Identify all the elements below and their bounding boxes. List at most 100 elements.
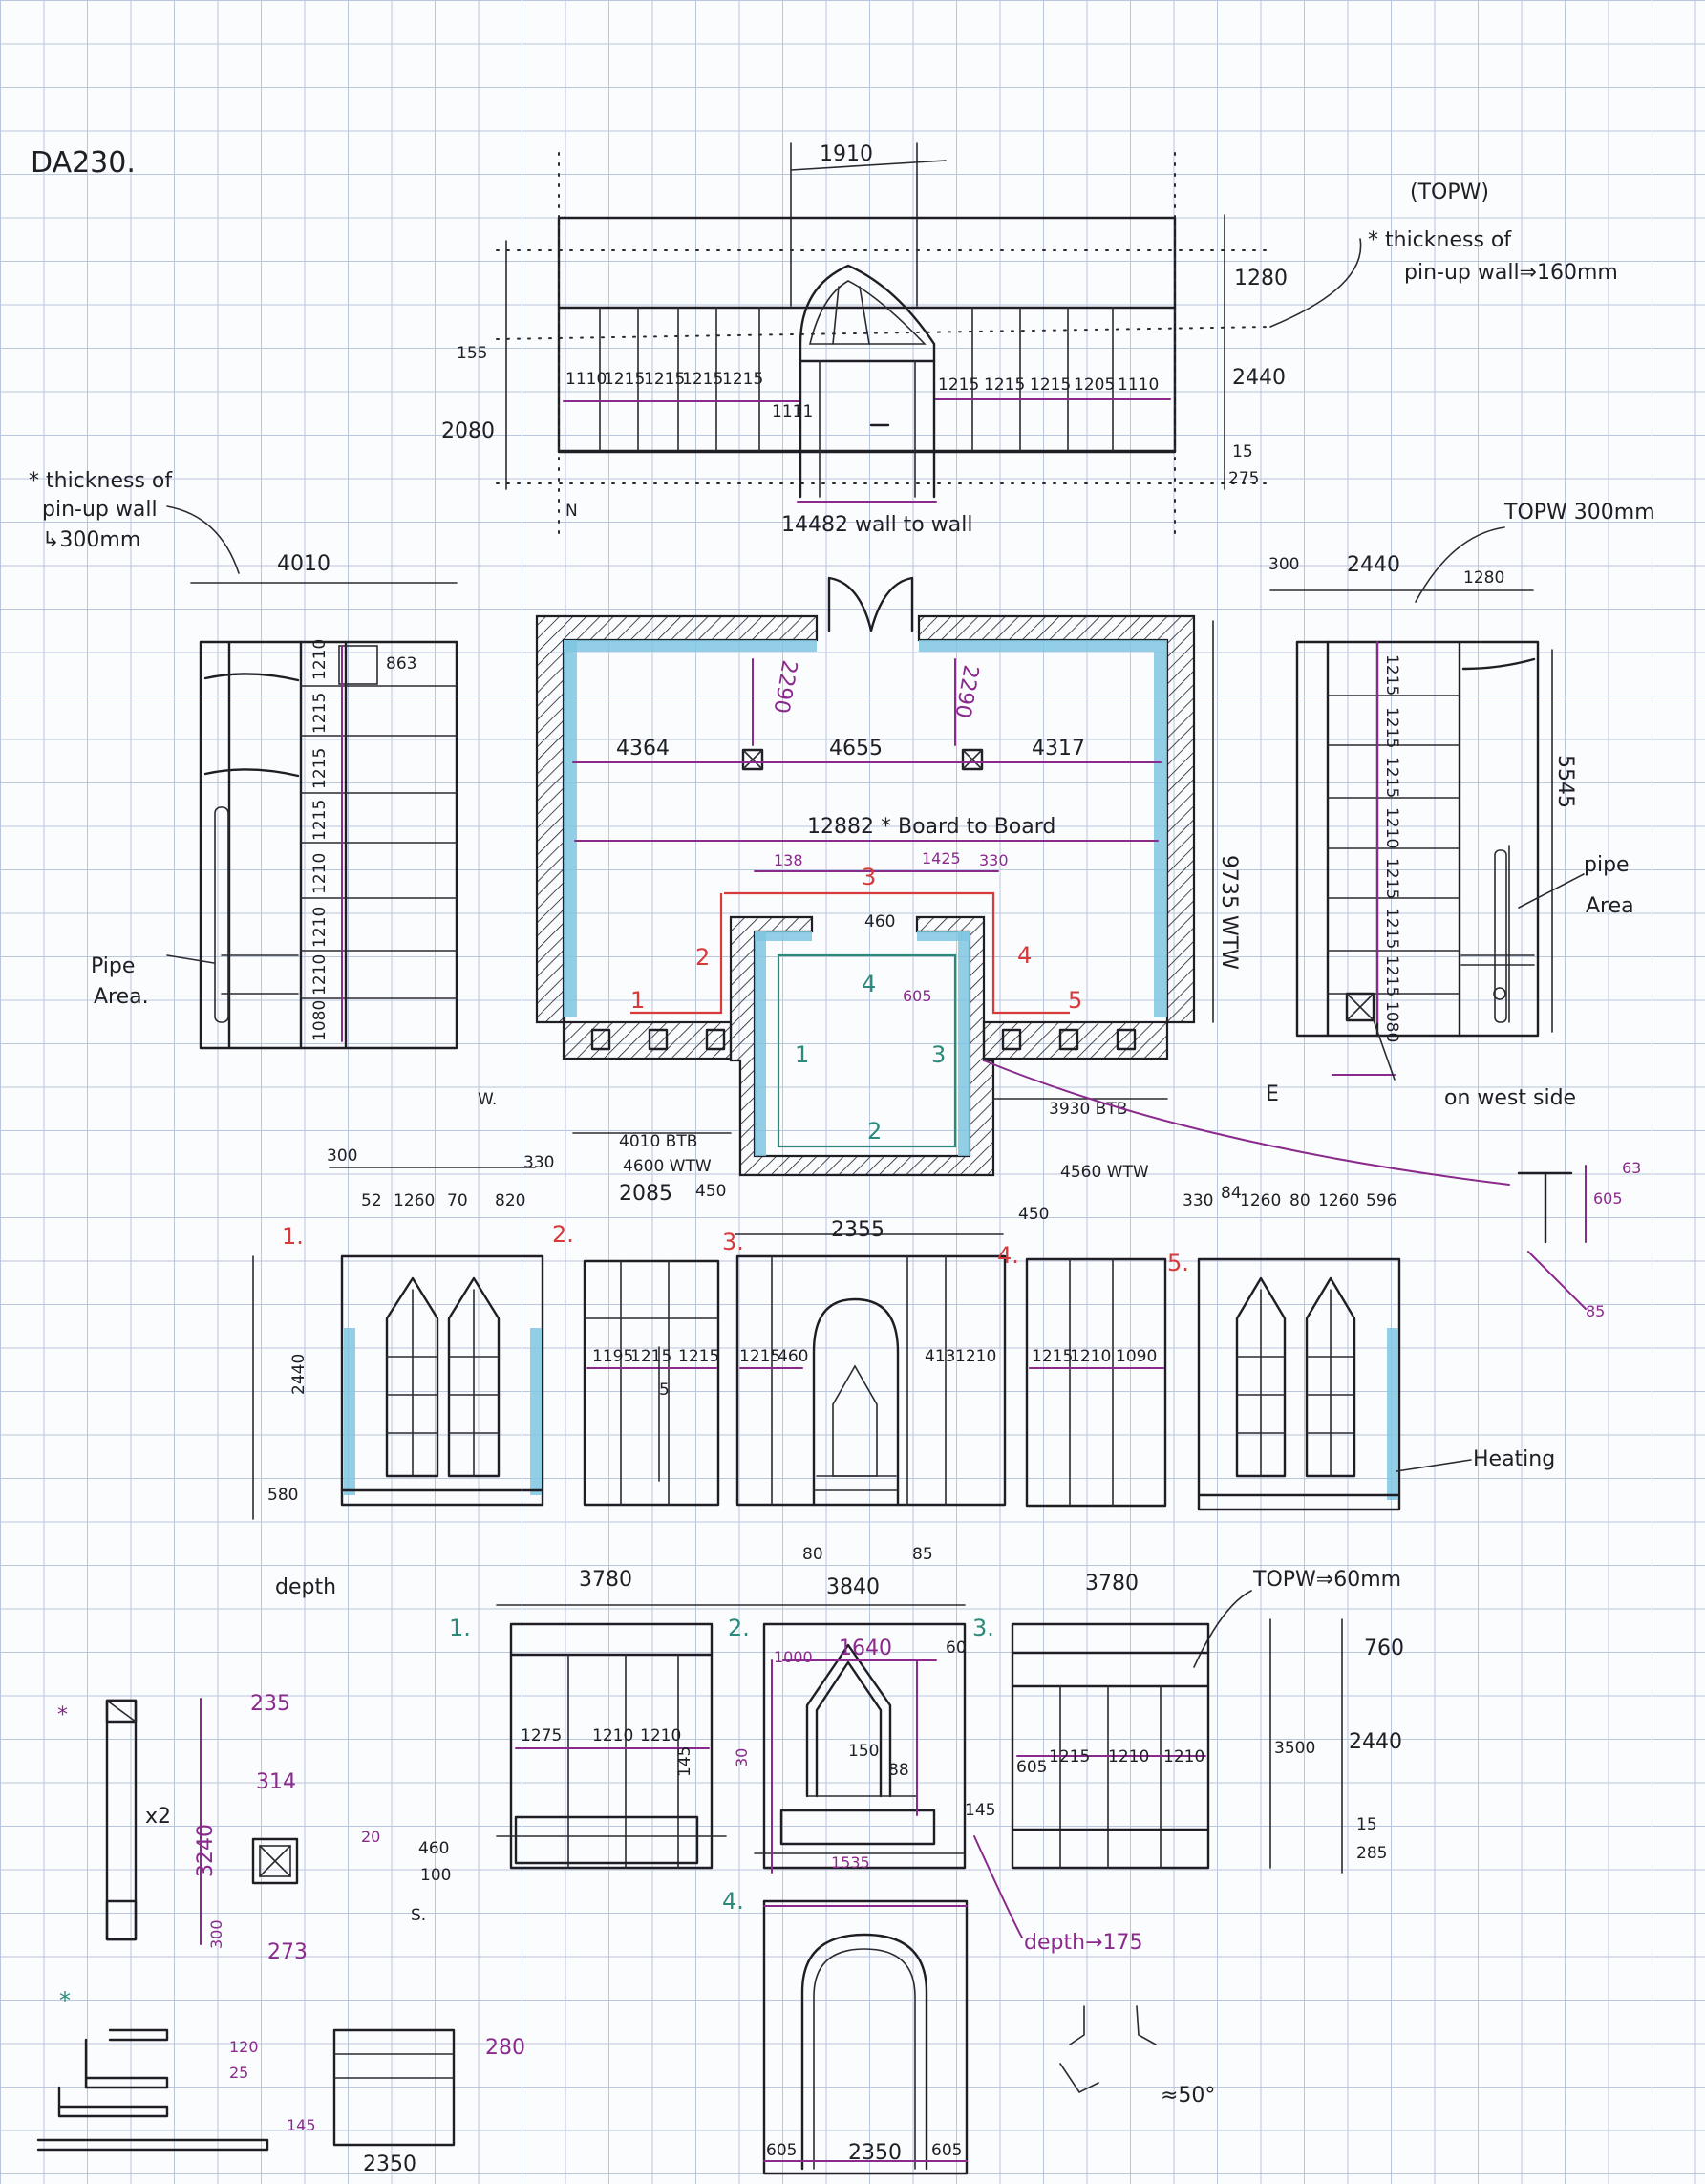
south-bottom-3: 605 bbox=[931, 2141, 962, 2160]
plan-red-1: 1 bbox=[630, 987, 645, 1014]
plan-d605: 605 bbox=[903, 987, 932, 1005]
e4-p1: 413 bbox=[925, 1347, 955, 1366]
south-p3-2: 1210 bbox=[1108, 1747, 1149, 1766]
e3-p2: 460 bbox=[778, 1347, 808, 1366]
plan-d330: 330 bbox=[979, 851, 1009, 869]
step-c: 145 bbox=[287, 2116, 316, 2134]
e3-b1: 80 bbox=[802, 1545, 823, 1564]
e5-p1: 1215 bbox=[1032, 1347, 1073, 1366]
north-top-width: 1910 bbox=[820, 142, 873, 166]
e5-d: 330 bbox=[1183, 1191, 1213, 1210]
compass-e: E bbox=[1266, 1082, 1279, 1106]
interior-elevations: 300 52 1260 70 820 330 1. 2440 580 2. 20… bbox=[252, 1146, 1555, 1564]
north-panel-left-3: 1215 bbox=[644, 370, 685, 389]
north-panel-right-2: 1215 bbox=[984, 375, 1025, 395]
e5-d4: 80 bbox=[1289, 1191, 1311, 1210]
e5-d5: 1260 bbox=[1318, 1191, 1359, 1210]
south-side145: 145 bbox=[965, 1801, 995, 1820]
south-r1: 760 bbox=[1364, 1637, 1404, 1660]
west-panel-5: 1210 bbox=[310, 853, 330, 894]
south-r2: 2440 bbox=[1349, 1730, 1402, 1754]
e4-num: 4. bbox=[997, 1242, 1019, 1269]
sheet-title: DA230. bbox=[31, 146, 136, 180]
plan-red-5: 5 bbox=[1068, 987, 1082, 1014]
plan-d-mid: 4655 bbox=[829, 737, 883, 760]
plan-teal-4: 4 bbox=[862, 971, 876, 997]
e5-d6: 596 bbox=[1366, 1191, 1396, 1210]
e1-base: 580 bbox=[267, 1486, 298, 1505]
e1-num: 1. bbox=[282, 1223, 304, 1250]
heating-label: Heating bbox=[1473, 1447, 1555, 1471]
north-h4: 275 bbox=[1228, 469, 1259, 488]
e4-p2: 1210 bbox=[955, 1347, 996, 1366]
south-bottom-1: 605 bbox=[766, 2141, 797, 2160]
e4-d: 450 bbox=[1018, 1205, 1049, 1224]
north-panel-left-1: 1110 bbox=[565, 370, 607, 389]
south-w1: 3780 bbox=[579, 1568, 632, 1592]
east-panel-5: 1215 bbox=[1382, 858, 1401, 899]
south-p1-3: 1210 bbox=[640, 1726, 681, 1745]
west-elevation: * thickness of pin-up wall ↳300mm 4010 8… bbox=[29, 469, 497, 1109]
south-depth-label: depth bbox=[275, 1575, 336, 1599]
south-p1-1: 1275 bbox=[521, 1726, 562, 1745]
west-pipe-1: Pipe bbox=[91, 954, 135, 978]
plan-d1425: 1425 bbox=[922, 849, 961, 867]
e2-p3: 1215 bbox=[678, 1347, 719, 1366]
svg-text:*: * bbox=[57, 1703, 68, 1727]
south-elevation: depth 3780 3840 3780 TOPW⇒60mm 1. 2. 3. … bbox=[275, 1568, 1404, 2175]
column-side: 20 bbox=[361, 1828, 380, 1846]
e2-mid: 5 bbox=[659, 1381, 670, 1400]
column-bottom: 300 bbox=[207, 1919, 225, 1949]
e3-p1: 1215 bbox=[739, 1347, 780, 1366]
south-angle: ≈50° bbox=[1161, 2084, 1215, 2108]
east-elevation: TOPW 300mm 300 2440 1280 1215 1215 1215 … bbox=[1266, 501, 1655, 1110]
plan-teal-2: 2 bbox=[867, 1118, 882, 1145]
west-small: 863 bbox=[386, 654, 416, 674]
north-panel-right-4: 1205 bbox=[1074, 375, 1115, 395]
plan-height-wtw: 9735 WTW bbox=[1217, 855, 1241, 970]
north-elevation: 1910 (TOPW) * thickness of pin-up wall⇒1… bbox=[441, 142, 1618, 537]
step-b: 25 bbox=[229, 2064, 248, 2082]
plan-red-3: 3 bbox=[862, 864, 876, 890]
north-h1: 1280 bbox=[1234, 267, 1288, 290]
south-p3-1: 1215 bbox=[1049, 1747, 1090, 1766]
plan-red-2: 2 bbox=[695, 944, 710, 971]
south-left-h2: 100 bbox=[420, 1866, 451, 1885]
compass-w: W. bbox=[478, 1090, 497, 1109]
e2-p1: 1195 bbox=[592, 1347, 633, 1366]
west-width: 4010 bbox=[277, 552, 330, 576]
south-n4: 4. bbox=[722, 1888, 744, 1915]
e1-d4: 70 bbox=[447, 1191, 468, 1210]
west-note-3: ↳300mm bbox=[42, 528, 140, 552]
e2-d: 450 bbox=[695, 1182, 726, 1201]
column-top: 235 bbox=[250, 1692, 290, 1716]
south-p3-left: 605 bbox=[1016, 1758, 1047, 1777]
north-panel-left-4: 1215 bbox=[682, 370, 723, 389]
plan-d-left: 4364 bbox=[616, 737, 670, 760]
interior-side: 330 bbox=[523, 1153, 554, 1172]
east-panel-1: 1215 bbox=[1382, 654, 1401, 696]
e5-d2: 84 bbox=[1221, 1184, 1242, 1203]
south-r-total: 3500 bbox=[1274, 1739, 1315, 1758]
column-detail: * 235 3240 300 x2 314 20 273 bbox=[57, 1692, 380, 1964]
e5-num: 5. bbox=[1167, 1250, 1189, 1276]
svg-text:*: * bbox=[59, 1987, 71, 2014]
south-arch-top: 1640 bbox=[839, 1637, 892, 1660]
wall-detail: 63 605 85 bbox=[1517, 1159, 1641, 1320]
step-d: 280 bbox=[485, 2036, 525, 2060]
step-a: 120 bbox=[229, 2038, 259, 2056]
west-note-1: * thickness of bbox=[29, 469, 173, 493]
south-base: 1535 bbox=[831, 1853, 870, 1872]
e1-d3: 1260 bbox=[394, 1191, 435, 1210]
west-panel-8: 1080 bbox=[310, 1000, 330, 1041]
plan-btb-right: 3930 BTB bbox=[1049, 1100, 1127, 1119]
west-pipe-2: Area. bbox=[94, 985, 149, 1009]
west-panel-3: 1215 bbox=[310, 748, 330, 789]
e2-p2: 1215 bbox=[630, 1347, 671, 1366]
south-topw: TOPW⇒60mm bbox=[1252, 1568, 1401, 1592]
e1-h: 2440 bbox=[289, 1354, 309, 1395]
north-panel-right-5: 1110 bbox=[1118, 375, 1159, 395]
e1-d2: 52 bbox=[361, 1191, 382, 1210]
east-height: 5545 bbox=[1553, 755, 1577, 808]
south-arch-right: 60 bbox=[946, 1638, 967, 1658]
